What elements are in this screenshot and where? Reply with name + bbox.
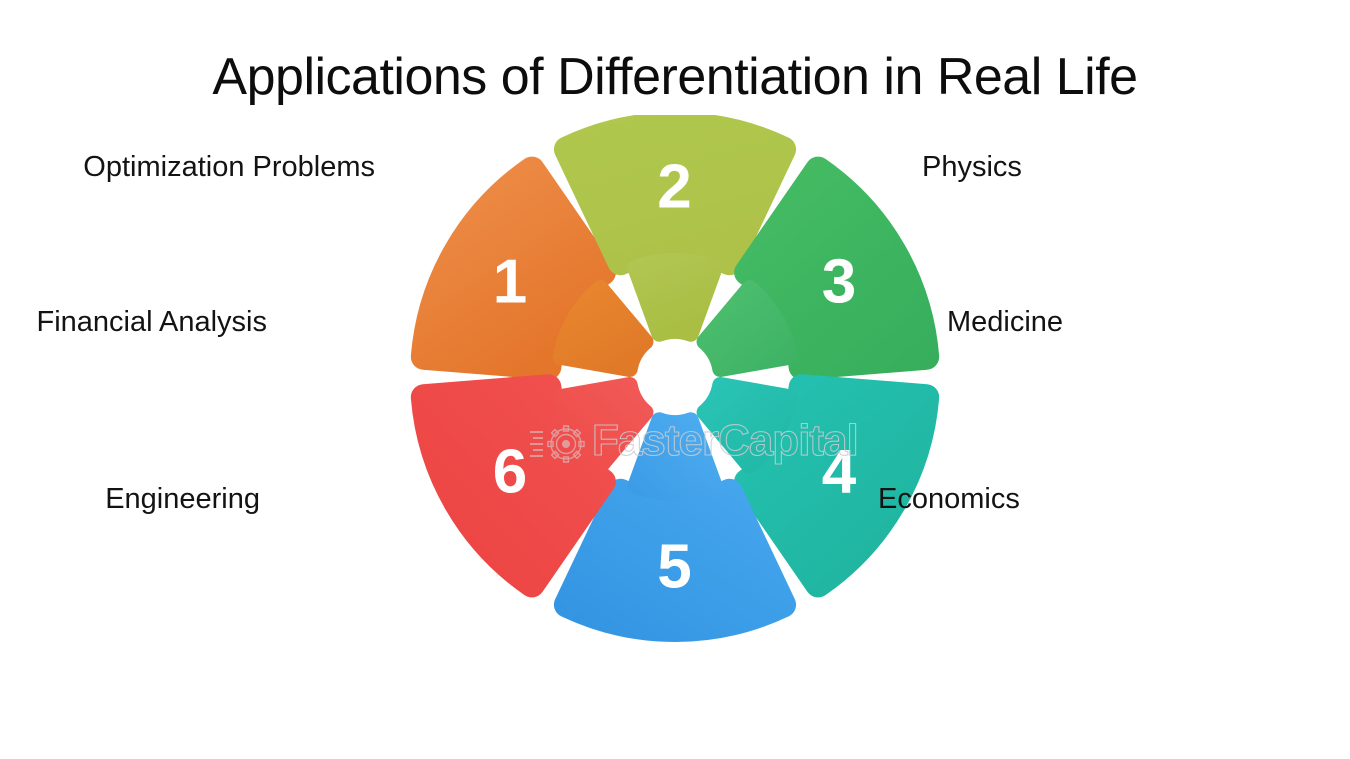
segment-outer-wedge[interactable] <box>734 374 940 598</box>
segment-outer-wedge[interactable] <box>553 115 797 276</box>
segment-inner-leaf[interactable] <box>627 253 723 342</box>
wheel-segment-5[interactable]: 5 <box>553 412 797 642</box>
wheel-segment-1[interactable]: 1 <box>410 156 654 380</box>
segment-inner-leaf[interactable] <box>696 376 798 474</box>
callout-label-physics: Physics <box>922 151 1022 183</box>
segment-inner-leaf[interactable] <box>696 280 798 378</box>
segment-outer-wedge[interactable] <box>410 156 616 380</box>
segment-number-2: 2 <box>657 153 692 222</box>
callout-label-economics: Economics <box>878 483 1020 515</box>
segment-number-5: 5 <box>657 533 692 602</box>
segment-outer-wedge[interactable] <box>734 156 940 380</box>
segment-number-4: 4 <box>822 438 857 507</box>
callout-label-optimization-problems: Optimization Problems <box>83 151 375 183</box>
callout-label-financial-analysis: Financial Analysis <box>36 306 268 338</box>
segment-inner-leaf[interactable] <box>552 280 654 378</box>
wheel-segment-2[interactable]: 2 <box>553 115 797 342</box>
callout-label-medicine: Medicine <box>947 306 1064 338</box>
segment-number-3: 3 <box>822 248 857 317</box>
hexafoil-wheel-diagram: 1 2 3 4 5 6 <box>410 115 940 642</box>
page-title: Applications of Differentiation in Real … <box>212 47 1138 106</box>
segment-number-1: 1 <box>493 248 528 317</box>
wheel-segment-4[interactable]: 4 <box>696 374 940 598</box>
segment-number-6: 6 <box>493 438 528 507</box>
segment-inner-leaf[interactable] <box>627 412 723 501</box>
wheel-segment-3[interactable]: 3 <box>696 156 940 380</box>
diagram-container: 1 2 3 4 5 6 <box>0 100 1350 660</box>
segment-outer-wedge[interactable] <box>553 478 797 642</box>
callout-label-engineering: Engineering <box>105 483 260 515</box>
